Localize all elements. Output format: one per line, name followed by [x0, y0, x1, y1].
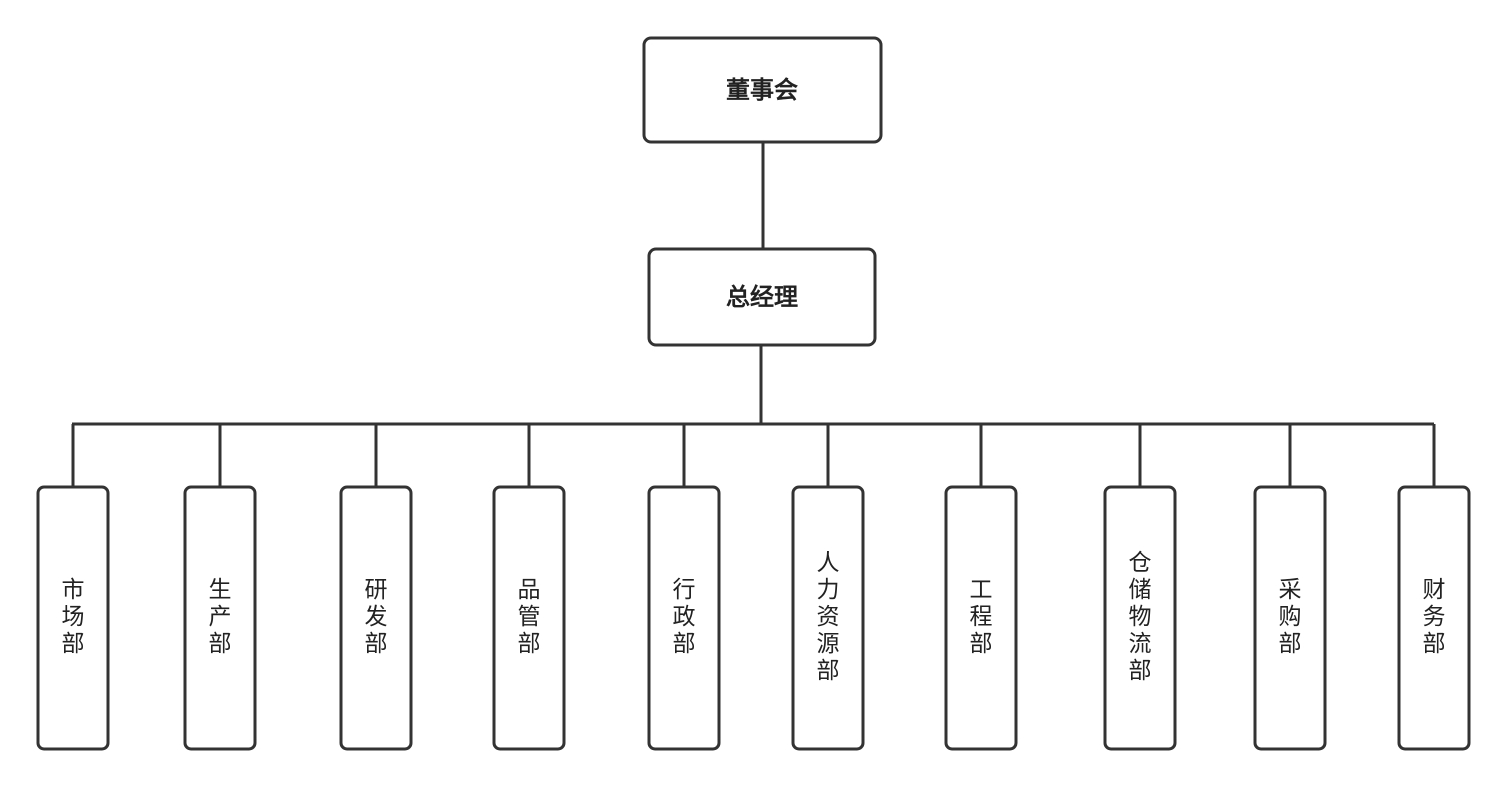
node-general-manager-label: 总经理: [726, 283, 798, 311]
node-department-rnd: 研发部: [339, 424, 413, 751]
node-department-admin-label: 行政部: [673, 577, 696, 657]
node-department-purchasing-box: [1253, 485, 1327, 751]
node-department-rnd-label: 研发部: [365, 577, 388, 657]
node-department-production-label: 生产部: [209, 577, 232, 657]
node-department-market-label: 市场部: [62, 577, 85, 657]
node-department-production-box: [183, 485, 257, 751]
node-department-warehouse: 仓储物流部: [1103, 424, 1177, 751]
node-department-engineering-label: 工程部: [970, 577, 993, 657]
node-general-manager: 总经理: [647, 247, 877, 347]
node-department-purchasing-label: 采购部: [1279, 577, 1302, 657]
node-board-label: 董事会: [726, 76, 798, 104]
node-department-quality-label: 品管部: [518, 577, 541, 657]
node-department-finance-label: 财务部: [1423, 577, 1446, 657]
node-department-warehouse-label: 仓储物流部: [1129, 550, 1152, 684]
node-department-market-box: [36, 485, 110, 751]
department-layer: 市场部 生产部 研发部 品管部 行政部 人力资源部 工程部 仓储物流部 采购部 财务部: [36, 424, 1471, 751]
node-department-hr: 人力资源部: [791, 424, 865, 751]
node-department-finance-box: [1397, 485, 1471, 751]
node-department-production: 生产部: [183, 424, 257, 751]
node-department-hr-box: [791, 485, 865, 751]
node-department-purchasing: 采购部: [1253, 424, 1327, 751]
node-department-warehouse-box: [1103, 485, 1177, 751]
node-department-finance: 财务部: [1397, 424, 1471, 751]
node-department-rnd-box: [339, 485, 413, 751]
node-department-admin-box: [647, 485, 721, 751]
node-general-manager-box: [647, 247, 877, 347]
node-board: 董事会: [642, 36, 883, 144]
node-department-market: 市场部: [36, 424, 110, 751]
node-department-engineering-box: [944, 485, 1018, 751]
node-department-quality-box: [492, 485, 566, 751]
node-board-box: [642, 36, 883, 144]
node-department-engineering: 工程部: [944, 424, 1018, 751]
node-department-hr-label: 人力资源部: [817, 550, 840, 684]
node-department-admin: 行政部: [647, 424, 721, 751]
node-department-quality: 品管部: [492, 424, 566, 751]
